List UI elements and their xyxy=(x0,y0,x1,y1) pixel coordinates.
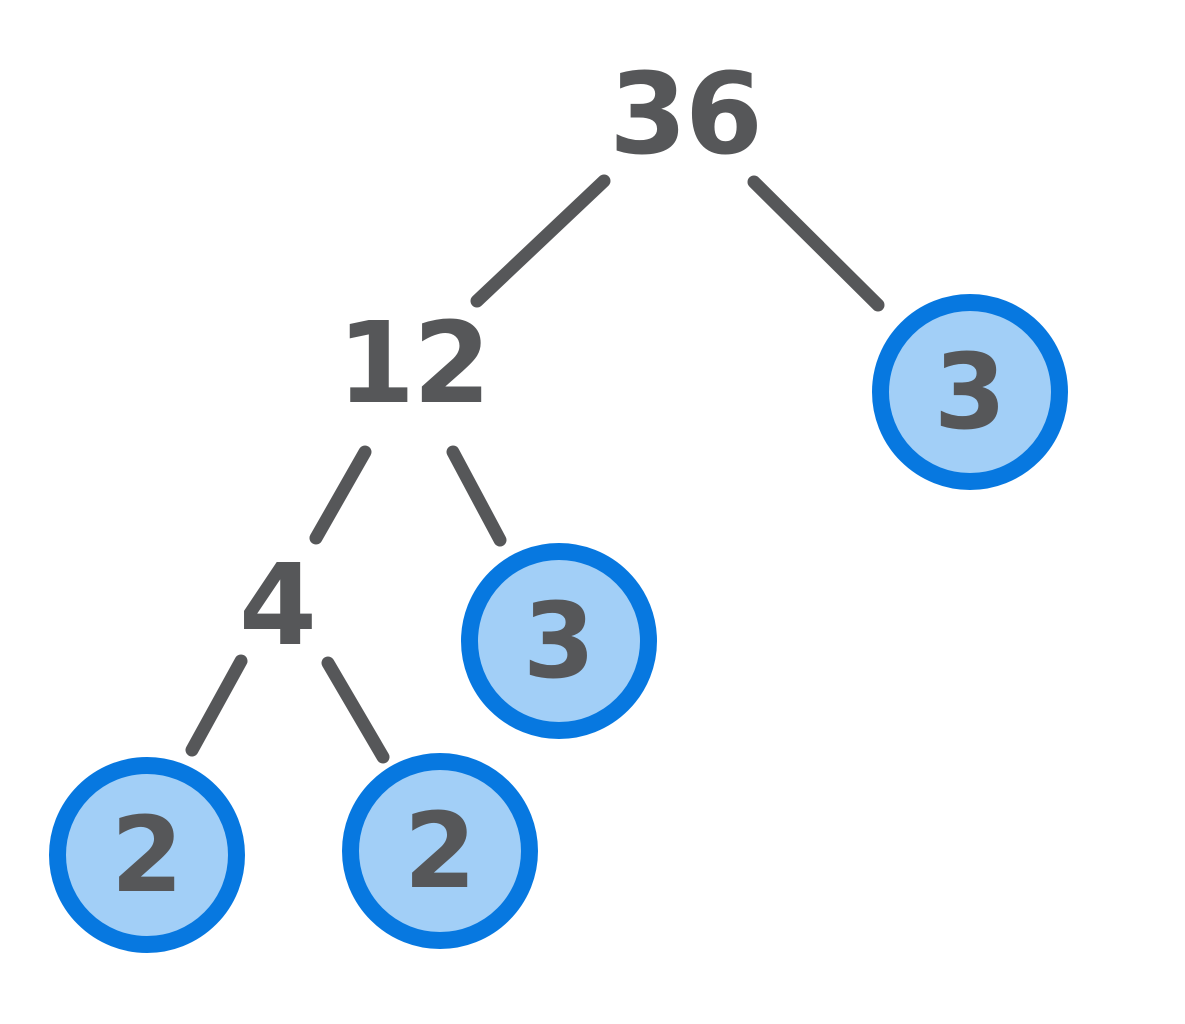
node-value: 12 xyxy=(337,299,491,429)
node-value: 4 xyxy=(239,541,317,671)
branch-line-4-to-2-right xyxy=(321,656,390,764)
prime-factor-node-2-right: 2 xyxy=(342,753,538,949)
branch-line-4-to-2-left xyxy=(185,654,248,757)
branch-line-36-to-12 xyxy=(470,174,611,308)
node-value: 2 xyxy=(110,794,184,916)
composite-node-12: 12 xyxy=(337,299,491,429)
node-value: 3 xyxy=(933,331,1007,453)
branch-line-36-to-3-right xyxy=(747,175,885,312)
branch-line-12-to-4 xyxy=(309,445,372,545)
composite-node-4: 4 xyxy=(239,541,317,671)
prime-factor-node-3-middle: 3 xyxy=(461,543,657,739)
branch-line-12-to-3-middle xyxy=(446,445,507,547)
composite-node-36: 36 xyxy=(609,50,763,180)
node-value: 3 xyxy=(522,580,596,702)
prime-factor-node-3-right: 3 xyxy=(872,294,1068,490)
node-value: 2 xyxy=(403,790,477,912)
node-value: 36 xyxy=(609,50,763,180)
prime-factor-node-2-left: 2 xyxy=(49,757,245,953)
